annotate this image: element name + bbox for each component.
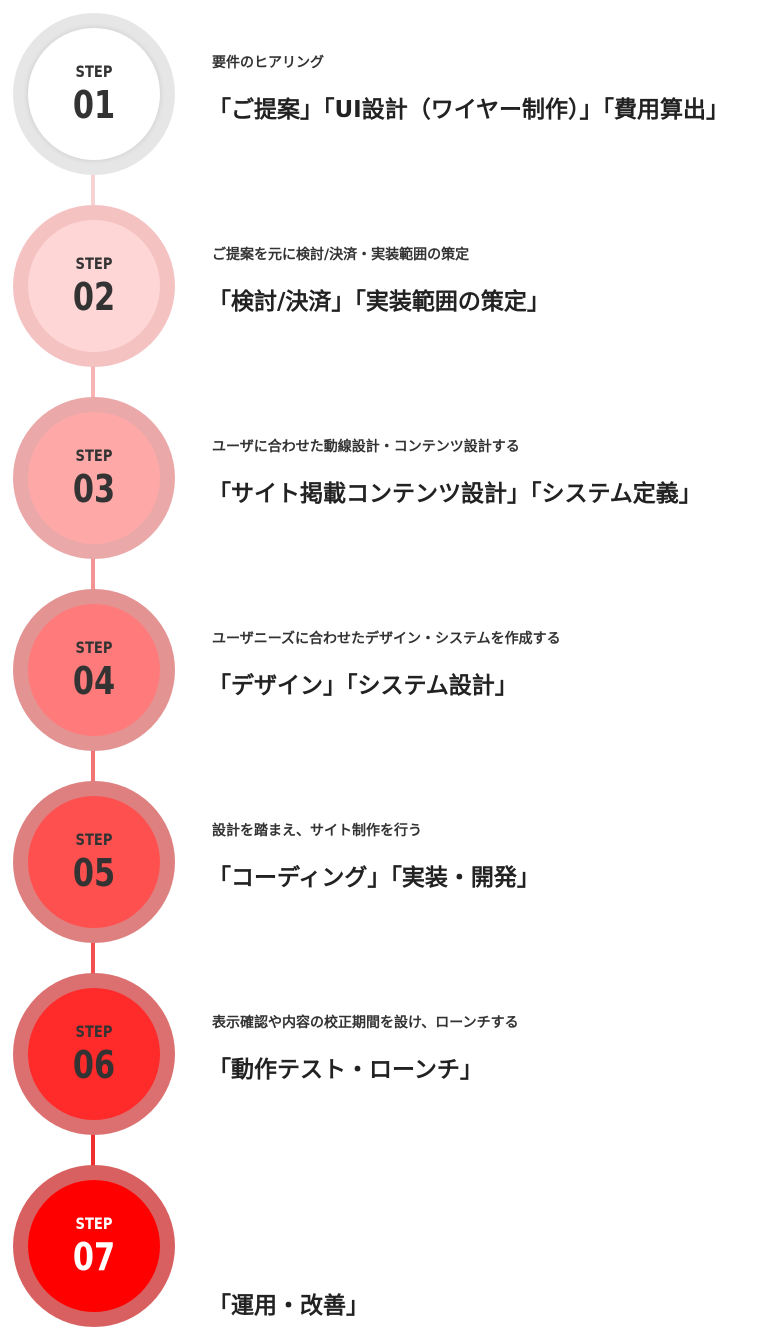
step-item: STEP 06 表示確認や内容の校正期間を設け、ローンチする 「動作テスト・ロー… [0,960,758,1152]
connector-line [91,164,95,216]
step-number: 03 [72,467,116,511]
step-title: 「運用・改善」 [208,1293,369,1319]
step-title: 「デザイン」「システム設計」 [208,673,518,699]
step-label: STEP [75,638,113,657]
step-label: STEP [75,830,113,849]
step-description: ユーザに合わせた動線設計・コンテンツ設計する [212,439,520,455]
step-item: STEP 02 ご提案を元に検討/決済・実装範囲の策定 「検討/決済」「実装範囲… [0,192,758,384]
step-circle: STEP 03 [28,412,160,544]
step-label: STEP [75,62,113,81]
step-description: 要件のヒアリング [212,55,324,71]
step-circle: STEP 07 [28,1180,160,1312]
step-item: STEP 04 ユーザニーズに合わせたデザイン・システムを作成する 「デザイン」… [0,576,758,768]
step-circle: STEP 02 [28,220,160,352]
step-description: ご提案を元に検討/決済・実装範囲の策定 [212,247,470,263]
step-title: 「コーディング」「実装・開発」 [208,865,540,891]
step-item: STEP 03 ユーザに合わせた動線設計・コンテンツ設計する 「サイト掲載コンテ… [0,384,758,576]
step-label: STEP [75,1214,113,1233]
connector-line [91,1124,95,1176]
step-label: STEP [75,254,113,273]
step-title: 「動作テスト・ローンチ」 [208,1057,483,1083]
step-number: 04 [72,659,116,703]
step-label: STEP [75,446,113,465]
step-item: STEP 07 「運用・改善」 [0,1152,758,1344]
step-circle: STEP 06 [28,988,160,1120]
step-number: 06 [72,1043,116,1087]
step-title: 「ご提案」「UI設計（ワイヤー制作）」「費用算出」 [208,97,730,123]
step-number: 05 [72,851,116,895]
step-title: 「サイト掲載コンテンツ設計」「システム定義」 [208,481,702,507]
step-number: 01 [72,83,116,127]
step-circle: STEP 01 [28,28,160,160]
step-description: 表示確認や内容の校正期間を設け、ローンチする [212,1015,519,1031]
step-label: STEP [75,1022,113,1041]
step-description: 設計を踏まえ、サイト制作を行う [212,823,422,839]
connector-line [91,356,95,408]
step-item: STEP 01 要件のヒアリング 「ご提案」「UI設計（ワイヤー制作）」「費用算… [0,0,758,192]
step-circle: STEP 04 [28,604,160,736]
connector-line [91,548,95,600]
step-title: 「検討/決済」「実装範囲の策定」 [208,289,550,315]
connector-line [91,740,95,792]
step-description: ユーザニーズに合わせたデザイン・システムを作成する [212,631,561,647]
step-item: STEP 05 設計を踏まえ、サイト制作を行う 「コーディング」「実装・開発」 [0,768,758,960]
step-number: 07 [72,1235,116,1279]
connector-line [91,932,95,984]
step-circle: STEP 05 [28,796,160,928]
step-number: 02 [72,275,116,319]
